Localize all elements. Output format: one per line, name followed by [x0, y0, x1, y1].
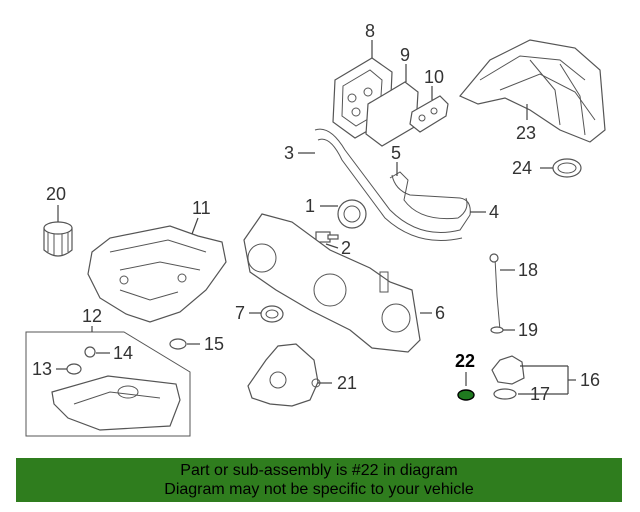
callout-13: 13 — [32, 359, 52, 379]
callout-8: 8 — [365, 21, 375, 41]
callout-15: 15 — [204, 334, 224, 354]
part-22-seal — [457, 389, 475, 401]
part-1-pulley — [337, 199, 367, 229]
part-14-washer — [84, 346, 96, 358]
part-16-filler-cap — [491, 355, 525, 385]
callout-16: 16 — [580, 370, 600, 390]
part-18-dipstick — [489, 253, 501, 331]
callout-22: 22 — [455, 351, 475, 371]
part-19-oring — [490, 326, 504, 334]
part-2-bolt — [315, 231, 339, 243]
callout-10: 10 — [424, 67, 444, 87]
callout-24: 24 — [512, 158, 532, 178]
part-12-oil-pan-group — [25, 331, 191, 437]
part-15-washer — [169, 338, 187, 350]
callout-17: 17 — [530, 384, 550, 404]
callout-1: 1 — [305, 196, 315, 216]
callout-7: 7 — [235, 303, 245, 323]
callout-18: 18 — [518, 260, 538, 280]
callout-11: 11 — [192, 198, 211, 218]
callout-5: 5 — [391, 143, 401, 163]
callout-6: 6 — [435, 303, 445, 323]
part-23-manifold — [459, 39, 606, 143]
part-6-timing-cover — [243, 213, 421, 353]
callout-12: 12 — [82, 306, 102, 326]
callout-14: 14 — [113, 343, 133, 363]
callout-labels: 8 9 10 23 24 3 5 4 1 2 6 7 11 20 12 13 1… — [32, 21, 600, 404]
part-20-oil-filter — [43, 221, 73, 257]
part-10-gasket — [409, 95, 449, 133]
part-13-drain-plug — [66, 363, 82, 375]
leader-lines — [56, 40, 576, 395]
callout-19: 19 — [518, 320, 538, 340]
callout-2: 2 — [341, 238, 351, 258]
part-24-seal — [552, 158, 582, 178]
callout-21: 21 — [337, 373, 357, 393]
part-4-belt — [389, 171, 468, 220]
callout-4: 4 — [489, 202, 499, 222]
notice-line-1: Part or sub-assembly is #22 in diagram — [180, 462, 458, 479]
part-7-seal — [260, 305, 284, 323]
callout-3: 3 — [284, 143, 294, 163]
callout-9: 9 — [400, 45, 410, 65]
callout-23: 23 — [516, 123, 536, 143]
part-17-gasket — [493, 388, 517, 400]
part-11-block — [87, 225, 227, 323]
notice-banner: Part or sub-assembly is #22 in diagram D… — [16, 458, 622, 502]
part-21-pump — [247, 343, 321, 407]
callout-20: 20 — [46, 184, 66, 204]
notice-line-2: Diagram may not be specific to your vehi… — [164, 481, 474, 498]
part-3-belt — [314, 128, 471, 233]
parts-diagram: 8 9 10 23 24 3 5 4 1 2 6 7 11 20 12 13 1… — [25, 21, 606, 437]
